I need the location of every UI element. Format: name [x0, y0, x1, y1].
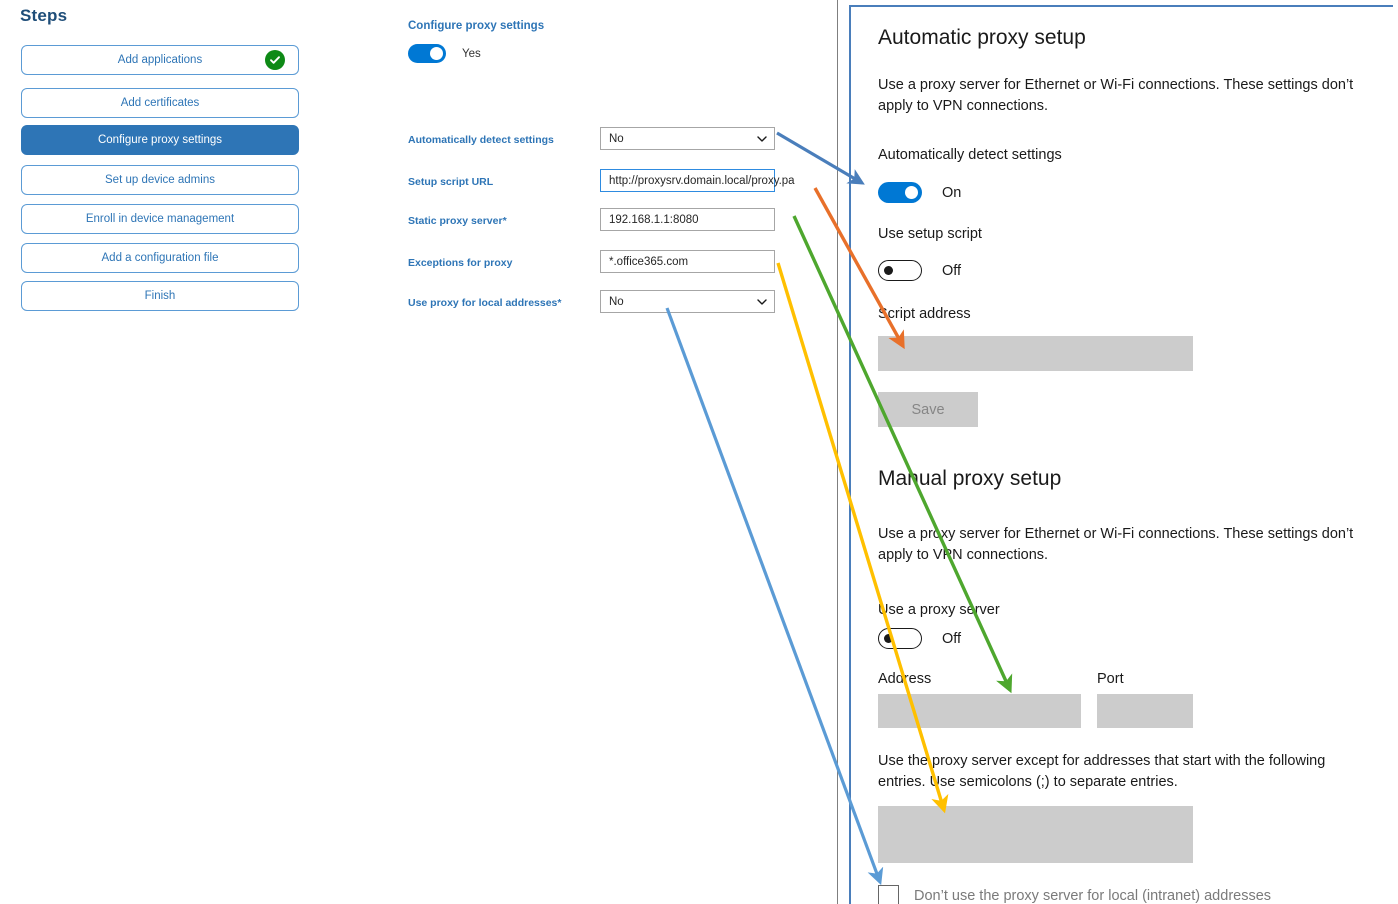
required-marker: *: [502, 215, 507, 227]
exceptions-description: Use the proxy server except for addresse…: [878, 753, 1326, 790]
label-script-address: Script address: [878, 306, 971, 322]
automatic-proxy-setup-heading: Automatic proxy setup: [878, 26, 1086, 49]
step-button-add-a-configuration-file[interactable]: Add a configuration file: [21, 243, 299, 273]
check-circle-icon: [265, 50, 285, 70]
label-exceptions-for-proxy: Exceptions for proxy: [408, 257, 513, 269]
step-label: Set up device admins: [105, 174, 215, 186]
toggle-use-setup-script[interactable]: Off: [878, 260, 961, 281]
label-use-a-proxy-server: Use a proxy server: [878, 602, 1000, 618]
checkbox-label: Don’t use the proxy server for local (in…: [914, 887, 1272, 904]
vertical-divider: [837, 0, 838, 904]
select-automatically-detect-settings[interactable]: No: [600, 127, 775, 150]
toggle-automatically-detect-settings[interactable]: On: [878, 182, 961, 203]
toggle-switch[interactable]: [878, 628, 922, 649]
step-label: Finish: [144, 290, 176, 302]
step-button-enroll-in-device-management[interactable]: Enroll in device management: [21, 204, 299, 234]
proxy-form-panel: Configure proxy settings Yes Automatical…: [330, 0, 835, 904]
save-button[interactable]: Save: [878, 392, 978, 427]
toggle-switch[interactable]: [878, 182, 922, 203]
step-label: Add applications: [117, 54, 203, 66]
toggle-value-label: Yes: [462, 47, 481, 60]
label-use-setup-script: Use setup script: [878, 226, 982, 242]
input-value: http://proxysrv.domain.local/proxy.pa: [609, 174, 795, 187]
label-automatically-detect-settings: Automatically detect settings: [408, 134, 554, 146]
toggle-switch[interactable]: [408, 44, 446, 63]
step-label: Configure proxy settings: [97, 134, 222, 146]
select-value: No: [609, 132, 624, 145]
step-label: Add a configuration file: [101, 252, 219, 264]
chevron-down-icon: [757, 298, 767, 305]
checkbox[interactable]: [878, 885, 899, 904]
input-setup-script-url[interactable]: http://proxysrv.domain.local/proxy.pa: [600, 169, 795, 192]
input-static-proxy-server[interactable]: 192.168.1.1:8080: [600, 208, 775, 231]
page-title: Steps: [20, 6, 68, 25]
step-button-set-up-device-admins[interactable]: Set up device admins: [21, 165, 299, 195]
label-port: Port: [1097, 671, 1124, 687]
input-value: 192.168.1.1:8080: [609, 213, 699, 226]
step-label: Enroll in device management: [85, 213, 235, 225]
step-button-configure-proxy-settings[interactable]: Configure proxy settings: [21, 125, 299, 155]
input-value: *.office365.com: [609, 255, 689, 268]
select-use-proxy-for-local-addresses[interactable]: No: [600, 290, 775, 313]
input-port[interactable]: [1097, 694, 1193, 728]
toggle-state-label: Off: [942, 262, 962, 279]
checkbox-row-bypass-local[interactable]: Don’t use the proxy server for local (in…: [878, 885, 1271, 904]
configure-proxy-settings-toggle[interactable]: Yes: [408, 44, 481, 63]
label-use-proxy-for-local-addresses: Use proxy for local addresses*: [408, 297, 562, 309]
input-address[interactable]: [878, 694, 1081, 728]
input-script-address[interactable]: [878, 336, 1193, 371]
chevron-down-icon: [757, 135, 767, 142]
label-setup-script-url: Setup script URL: [408, 176, 494, 188]
toggle-switch[interactable]: [878, 260, 922, 281]
manual-proxy-setup-description: Use a proxy server for Ethernet or Wi-Fi…: [878, 526, 1354, 563]
step-button-add-certificates[interactable]: Add certificates: [21, 88, 299, 118]
input-proxy-exceptions[interactable]: [878, 806, 1193, 863]
toggle-use-a-proxy-server[interactable]: Off: [878, 628, 961, 649]
form-heading: Configure proxy settings: [408, 20, 545, 32]
select-value: No: [609, 295, 624, 308]
label-static-proxy-server: Static proxy server*: [408, 215, 507, 227]
automatic-proxy-setup-description: Use a proxy server for Ethernet or Wi-Fi…: [878, 77, 1354, 114]
steps-panel: Steps Add applications Add certificates …: [0, 0, 330, 904]
step-label: Add certificates: [120, 97, 200, 109]
toggle-state-label: On: [942, 184, 962, 201]
label-address: Address: [878, 671, 932, 687]
label-automatically-detect-settings: Automatically detect settings: [878, 147, 1062, 163]
step-button-finish[interactable]: Finish: [21, 281, 299, 311]
input-exceptions-for-proxy[interactable]: *.office365.com: [600, 250, 775, 273]
toggle-state-label: Off: [942, 630, 962, 647]
step-button-add-applications[interactable]: Add applications: [21, 45, 299, 75]
manual-proxy-setup-heading: Manual proxy setup: [878, 467, 1062, 490]
windows-proxy-settings-panel: Automatic proxy setup Use a proxy server…: [849, 5, 1393, 904]
required-marker: *: [557, 297, 562, 309]
